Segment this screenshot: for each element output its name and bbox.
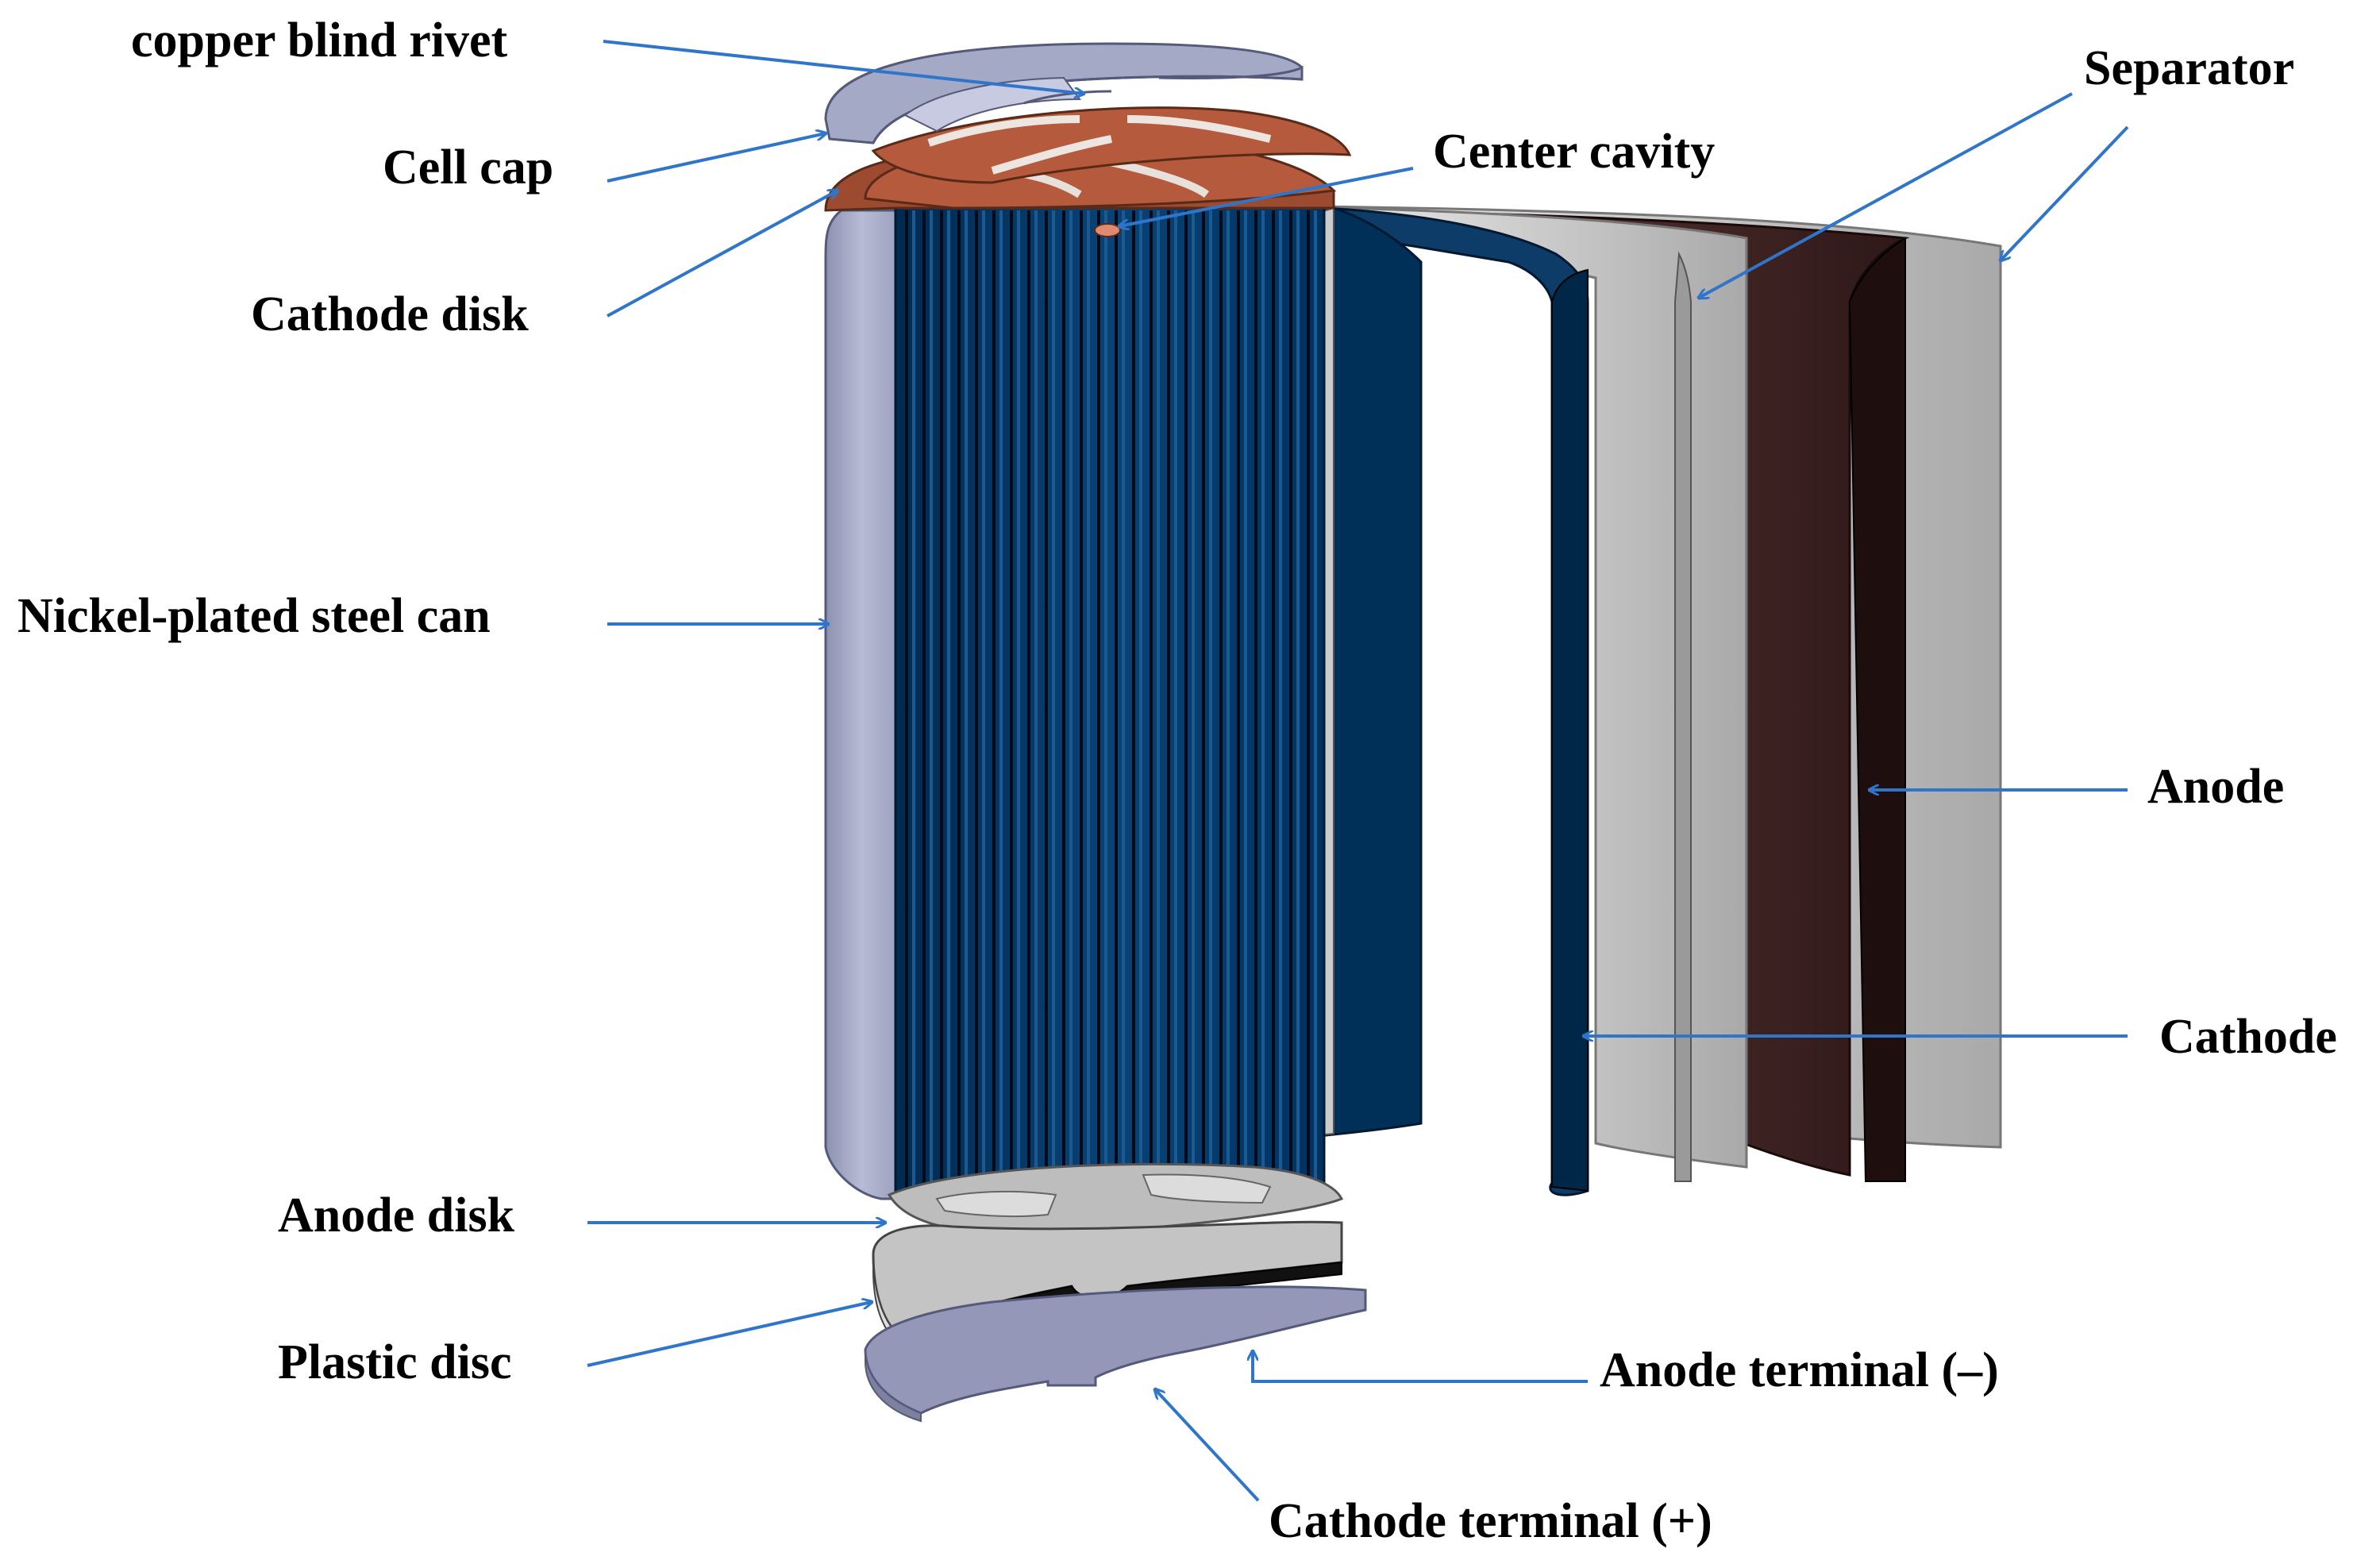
copper-cathode-plate-top (871, 106, 1352, 237)
roll-layer-line (1080, 210, 1083, 1195)
roll-layer-line (940, 210, 943, 1195)
roll-layer-line (1150, 210, 1153, 1195)
roll-layer-line (1272, 210, 1275, 1195)
roll-layer-line (1062, 210, 1065, 1195)
roll-layer-line (1209, 210, 1212, 1195)
arrow-center-cavity (1119, 167, 1414, 226)
roll-layer-line (1045, 210, 1048, 1195)
roll-layer-line (1314, 210, 1317, 1195)
roll-layer-line (1192, 210, 1195, 1195)
arrow-separator-inner (1699, 92, 2073, 298)
roll-layer-line (1034, 210, 1038, 1195)
roll-layer-line (1202, 210, 1205, 1195)
roll-layer-line (982, 210, 985, 1195)
roll-layer-line (947, 210, 950, 1195)
roll-layer-line (957, 210, 961, 1195)
roll-layer-line (1097, 210, 1100, 1195)
roll-layer-line (1279, 210, 1282, 1195)
arrow-cell-cap (607, 133, 826, 183)
roll-layer-line (930, 210, 933, 1195)
roll-layer-line (1069, 210, 1073, 1195)
label-copper-blind-rivet: copper blind rivet (131, 13, 508, 67)
roll-layer-line (1167, 210, 1170, 1195)
wound-electrode-roll (894, 206, 1326, 1202)
label-cathode-disk: Cathode disk (251, 287, 529, 341)
anode-disk (887, 1162, 1344, 1236)
roll-layer-line (922, 210, 926, 1195)
inner-separator-sheet (1339, 206, 1748, 1182)
label-plastic-disc: Plastic disc (278, 1335, 512, 1389)
label-anode: Anode (2147, 760, 2285, 814)
cathode-sheet (1323, 206, 1589, 1196)
arrow-separator-outer (2001, 125, 2129, 260)
roll-layer-line (1296, 210, 1300, 1195)
arrow-anode-terminal (1253, 1351, 1588, 1383)
roll-layer-line (1052, 210, 1055, 1195)
roll-layer-line (999, 210, 1003, 1195)
anode-terminal-plate (864, 1285, 1367, 1423)
roll-layer-line (1174, 210, 1177, 1195)
roll-layer-line (905, 210, 908, 1195)
arrow-copper-blind-rivet (603, 40, 1084, 94)
roll-layer-line (1219, 210, 1223, 1195)
roll-layer-line (975, 210, 978, 1195)
label-anode-terminal: Anode terminal (–) (1600, 1343, 1999, 1397)
roll-layer-line (1237, 210, 1240, 1195)
label-separator: Separator (2084, 41, 2295, 95)
arrow-cathode-terminal (1155, 1389, 1260, 1502)
cell-cap (824, 42, 1304, 144)
roll-layer-line (1027, 210, 1030, 1195)
label-nickel-plated-steel-can: Nickel-plated steel can (17, 589, 491, 643)
anode-sheet-edge (1848, 237, 1906, 1182)
roll-layer-line (912, 210, 915, 1195)
roll-layer-lines (905, 210, 1317, 1195)
roll-layer-line (1261, 210, 1265, 1195)
label-cathode-terminal: Cathode terminal (+) (1269, 1494, 1712, 1548)
roll-layer-line (1184, 210, 1188, 1195)
roll-layer-line (1244, 210, 1247, 1195)
roll-layer-line (1157, 210, 1160, 1195)
roll-layer-line (1087, 210, 1090, 1195)
roll-layer-line (1104, 210, 1107, 1195)
roll-layer-line (1010, 210, 1013, 1195)
arrow-cathode-disk (607, 191, 838, 318)
arrows (587, 40, 2129, 1502)
label-cathode: Cathode (2159, 1010, 2337, 1064)
roll-layer-line (1289, 210, 1292, 1195)
label-center-cavity: Center cavity (1433, 125, 1716, 179)
roll-layer-line (1307, 210, 1310, 1195)
roll-layer-line (1132, 210, 1135, 1195)
roll-layer-line (1227, 210, 1230, 1195)
roll-layer-line (965, 210, 968, 1195)
label-cell-cap: Cell cap (383, 141, 554, 195)
roll-layer-line (1122, 210, 1125, 1195)
arrow-plastic-disc (587, 1302, 872, 1367)
roll-layer-line (1139, 210, 1142, 1195)
label-anode-disk: Anode disk (278, 1188, 515, 1242)
nickel-plated-steel-can (824, 209, 899, 1200)
roll-layer-line (1254, 210, 1257, 1195)
roll-layer-line (1017, 210, 1020, 1195)
roll-layer-line (1115, 210, 1118, 1195)
roll-layer-line (992, 210, 996, 1195)
